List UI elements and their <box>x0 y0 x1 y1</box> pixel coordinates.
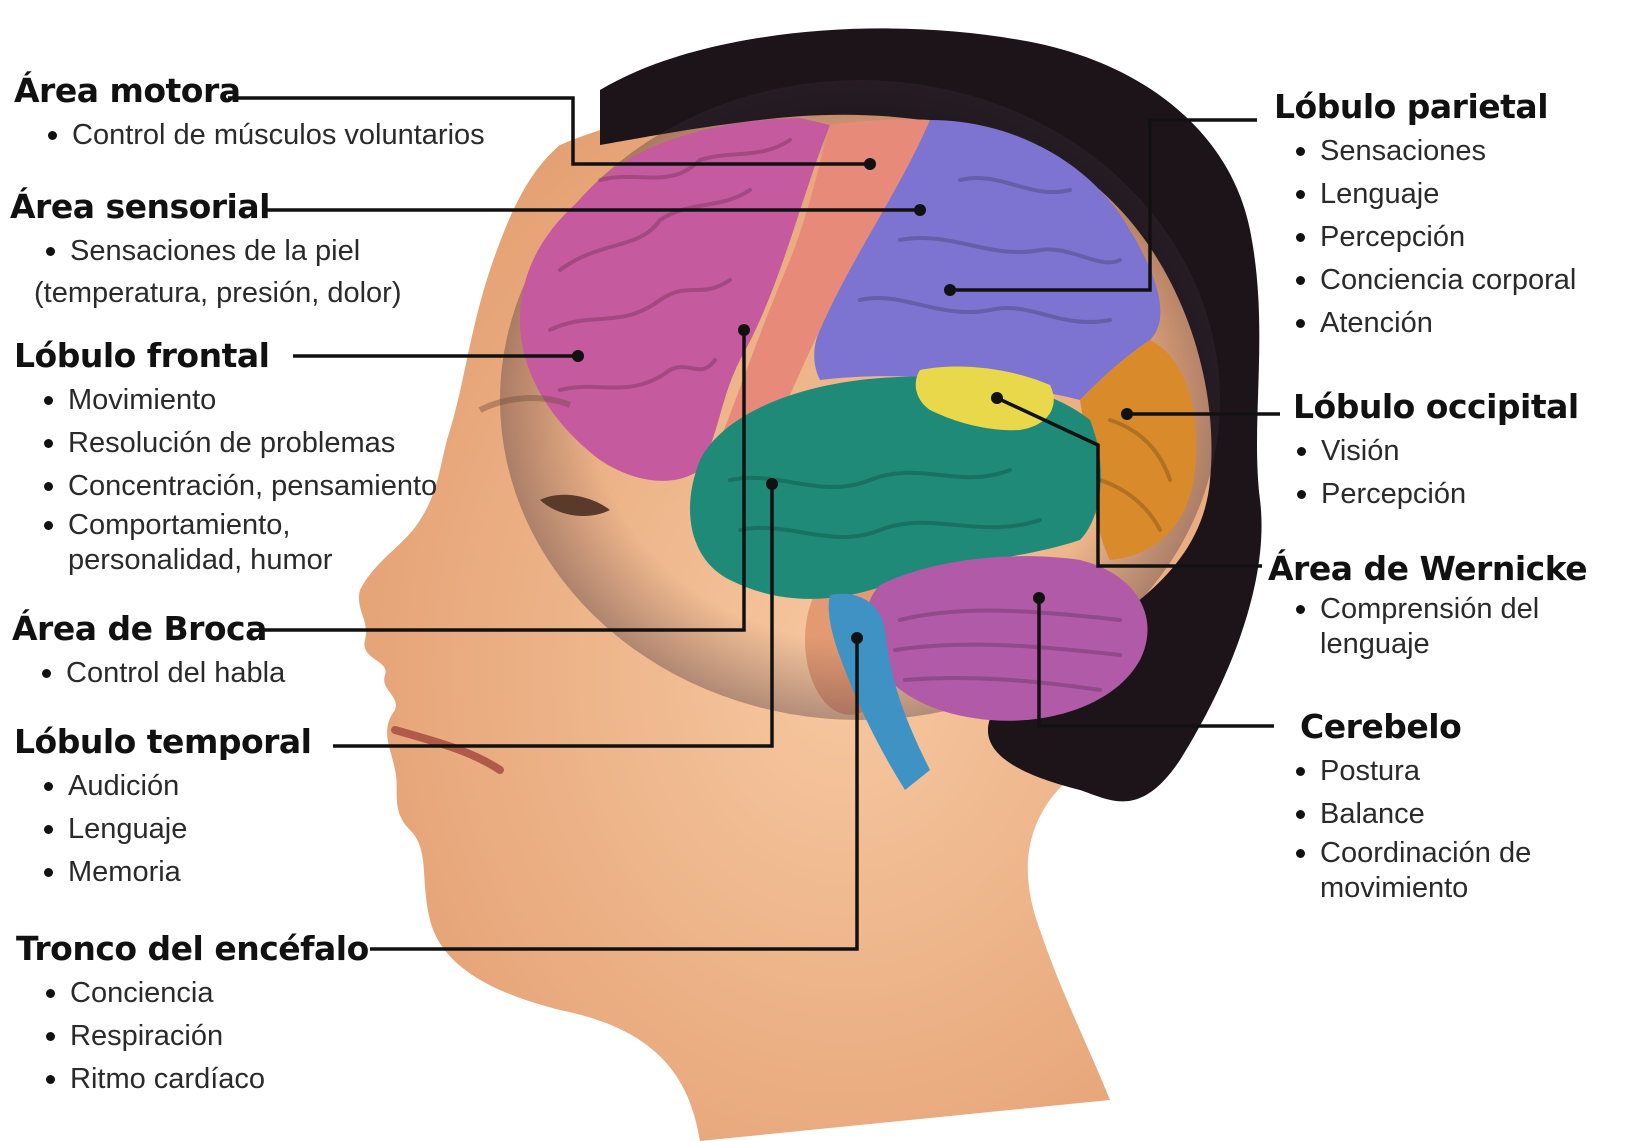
label-title: Tronco del encéfalo <box>16 930 369 968</box>
label-title: Cerebelo <box>1300 708 1596 746</box>
label-area-motora: Área motora Control de músculos voluntar… <box>14 72 485 157</box>
label-lobulo-parietal: Lóbulo parietal Sensaciones Lenguaje Per… <box>1274 88 1576 345</box>
label-items: Control del habla <box>42 652 285 695</box>
list-item: Conciencia corporal <box>1296 259 1576 302</box>
label-title: Lóbulo frontal <box>14 337 484 375</box>
label-title: Lóbulo parietal <box>1274 88 1576 126</box>
list-item: Comprensión del lenguaje <box>1296 592 1596 662</box>
label-items: Sensaciones de la piel <box>46 230 402 273</box>
label-lobulo-frontal: Lóbulo frontal Movimiento Resolución de … <box>14 337 484 578</box>
list-item: Control del habla <box>42 652 285 695</box>
label-items: Audición Lenguaje Memoria <box>44 765 311 894</box>
label-items: Conciencia Respiración Ritmo cardíaco <box>46 972 369 1101</box>
list-item: Visión <box>1297 430 1579 473</box>
label-lobulo-occipital: Lóbulo occipital Visión Percepción <box>1293 388 1579 516</box>
label-area-sensorial: Área sensorial Sensaciones de la piel (t… <box>10 188 402 313</box>
label-items: Postura Balance Coordinación de movimien… <box>1296 750 1596 906</box>
list-item: Sensaciones <box>1296 130 1576 173</box>
list-item: Percepción <box>1296 216 1576 259</box>
list-item: Lenguaje <box>44 808 311 851</box>
list-item: Sensaciones de la piel <box>46 230 402 273</box>
label-items: Movimiento Resolución de problemas Conce… <box>44 379 484 578</box>
list-item: Balance <box>1296 793 1596 836</box>
list-item: Control de músculos voluntarios <box>48 114 485 157</box>
list-item: Conciencia <box>46 972 369 1015</box>
label-items: Visión Percepción <box>1297 430 1579 516</box>
label-area-broca: Área de Broca Control del habla <box>12 610 285 695</box>
label-title: Lóbulo temporal <box>14 723 311 761</box>
label-items: Sensaciones Lenguaje Percepción Concienc… <box>1296 130 1576 345</box>
list-item: Respiración <box>46 1015 369 1058</box>
list-item: Comportamiento, personalidad, humor <box>44 508 398 578</box>
label-area-wernicke: Área de Wernicke Comprensión del lenguaj… <box>1268 550 1596 662</box>
list-item: Audición <box>44 765 311 808</box>
list-item: Concentración, pensamiento <box>44 465 484 508</box>
label-title: Área sensorial <box>10 188 402 226</box>
list-item: Movimiento <box>44 379 484 422</box>
label-title: Área de Broca <box>12 610 285 648</box>
list-item: Postura <box>1296 750 1596 793</box>
label-note: (temperatura, presión, dolor) <box>34 273 402 313</box>
list-item: Lenguaje <box>1296 173 1576 216</box>
label-lobulo-temporal: Lóbulo temporal Audición Lenguaje Memori… <box>14 723 311 894</box>
label-title: Área motora <box>14 72 485 110</box>
label-items: Control de músculos voluntarios <box>48 114 485 157</box>
list-item: Coordinación de movimiento <box>1296 836 1590 906</box>
list-item: Percepción <box>1297 473 1579 516</box>
label-title: Área de Wernicke <box>1268 550 1596 588</box>
list-item: Ritmo cardíaco <box>46 1058 369 1101</box>
label-cerebelo: Cerebelo Postura Balance Coordinación de… <box>1300 708 1596 906</box>
label-items: Comprensión del lenguaje <box>1296 592 1596 662</box>
label-tronco-encefalo: Tronco del encéfalo Conciencia Respiraci… <box>16 930 369 1101</box>
list-item: Memoria <box>44 851 311 894</box>
list-item: Resolución de problemas <box>44 422 484 465</box>
list-item: Atención <box>1296 302 1576 345</box>
label-title: Lóbulo occipital <box>1293 388 1579 426</box>
